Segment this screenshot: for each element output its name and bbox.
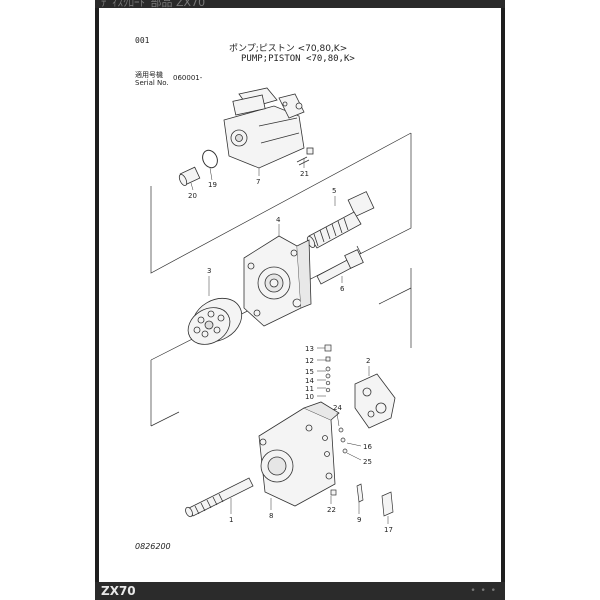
cylinder-block-drawing [187,297,243,345]
callout-11: 11 [305,385,314,393]
callout-17: 17 [384,526,393,534]
viewer-bottom-bar: ZX70 • • • [95,582,505,600]
callout-24: 24 [333,404,342,412]
callout-4: 4 [276,216,281,224]
title-japanese: ポンプ;ピストン <70,80,K> [229,44,348,54]
callout-20: 20 [188,192,197,200]
figure-number: 0826200 [135,542,171,551]
serial-value: 060001- [173,74,203,82]
callout-3: 3 [207,267,211,275]
callout-5: 5 [332,187,336,195]
callout-1: 1 [229,516,233,524]
viewer-top-strip: ﾃﾞｨｽｸﾛｰﾄﾞ部品 ZX70 [95,0,505,8]
more-icon[interactable]: • • • [470,586,497,596]
serial-label-english: Serial No. [135,79,169,87]
callout-6: 6 [340,285,345,293]
title-english: PUMP;PISTON <70,80,K> [241,54,355,64]
parts-catalog-sheet: 001 ポンプ;ピストン <70,80,K> PUMP;PISTON <70,8… [99,8,501,582]
serial-label-japanese: 適用号機 [135,71,163,79]
spring-assembly-drawing [306,191,375,249]
page-number: 001 [135,36,150,45]
frame-line-upper [150,132,412,274]
o-ring-drawing [202,149,218,169]
callout-15: 15 [305,368,314,376]
callout-13: 13 [305,345,314,353]
callout-25: 25 [363,458,372,466]
callout-10: 10 [305,393,314,401]
callout-2: 2 [366,357,370,365]
callout-22: 22 [327,506,336,514]
exploded-parts-diagram: 7 19 20 21 5 4 3 6 2 13 12 15 14 11 10 2… [150,87,412,534]
callout-19: 19 [208,181,217,189]
top-strip-text: ﾃﾞｨｽｸﾛｰﾄﾞ部品 ZX70 [101,0,206,8]
bolt-drawing [296,147,314,166]
valve-plate-drawing [316,245,364,285]
shaft-drawing [185,477,254,518]
model-label: ZX70 [101,584,136,598]
callout-16: 16 [363,443,372,451]
bushing-drawing [178,166,201,186]
callout-9: 9 [357,516,361,524]
callout-21: 21 [300,170,309,178]
pump-housing-drawing [243,235,312,327]
callout-7: 7 [256,178,260,186]
casing-drawing [258,401,340,507]
callout-8: 8 [269,512,273,520]
callout-12: 12 [305,357,314,365]
image-viewer: ﾃﾞｨｽｸﾛｰﾄﾞ部品 ZX70 001 ポンプ;ピストン <70,80,K> … [95,0,505,600]
callout-14: 14 [305,377,314,385]
hydraulic-pump-assembly-drawing [223,87,305,169]
